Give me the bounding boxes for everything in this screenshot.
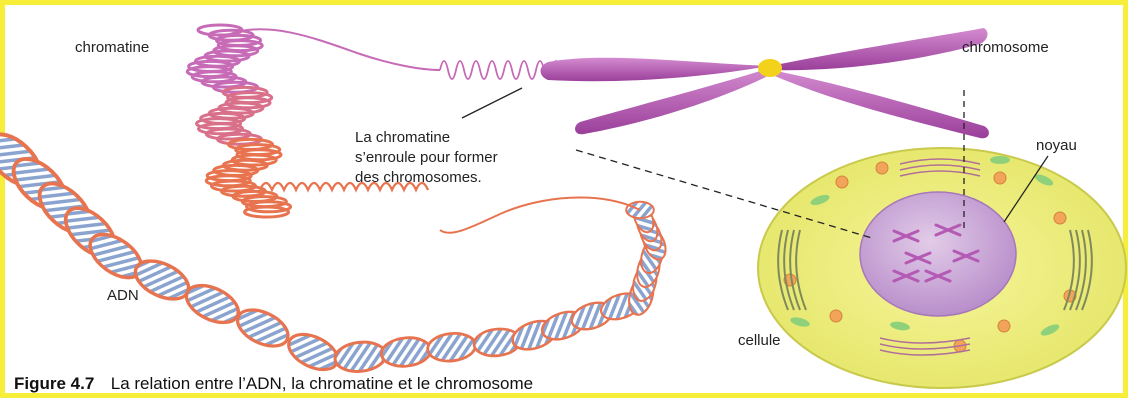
label-cellule: cellule [738,332,781,349]
annotation-leader-line [462,88,522,118]
centromere [758,59,782,77]
label-adn: ADN [107,287,139,304]
caption-text: La relation entre l’ADN, la chromatine e… [111,374,533,393]
label-chromatine: chromatine [75,39,149,56]
chromosome-shape [541,28,989,138]
caption-number: Figure 4.7 [14,374,94,393]
annotation-line-3: des chromosomes. [355,169,482,186]
nucleus [860,192,1016,316]
cell [758,148,1126,388]
annotation-line-1: La chromatine [355,129,450,146]
figure-caption: Figure 4.7 La relation entre l’ADN, la c… [14,374,533,393]
annotation-line-2: s’enroule pour former [355,149,498,166]
chromatin-fiber [187,25,584,217]
label-noyau: noyau [1036,137,1077,154]
dna-helix [0,125,670,377]
label-chromosome: chromosome [962,39,1049,56]
